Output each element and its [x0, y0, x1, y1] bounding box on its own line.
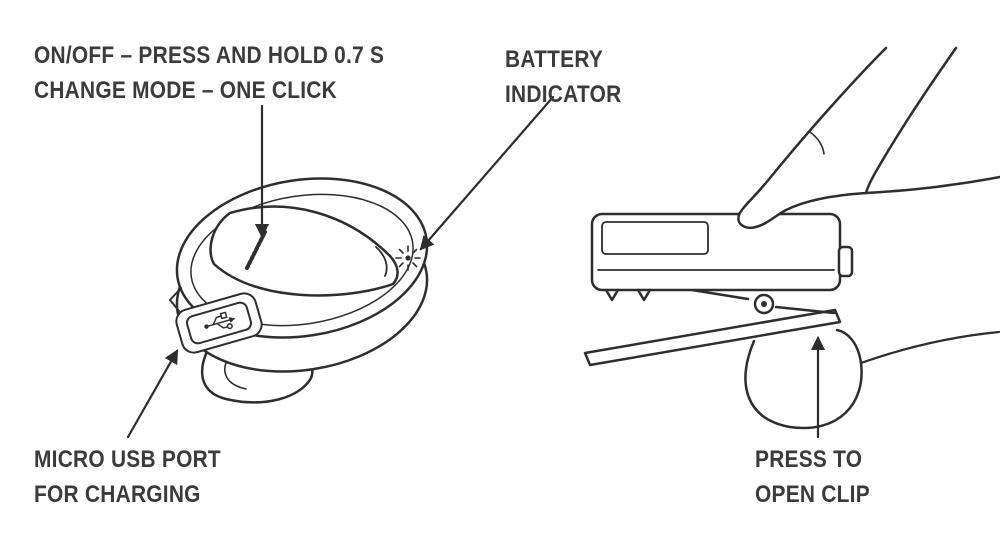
usb-icon	[204, 311, 236, 330]
body-foot	[636, 288, 652, 302]
body-foot	[604, 288, 620, 302]
label-clip-line1: PRESS TO	[755, 446, 863, 473]
clip-arm	[583, 288, 842, 367]
device-top-view	[169, 177, 429, 404]
pointer-line-battery	[419, 95, 555, 251]
side-button	[837, 245, 854, 278]
label-clip-line2: OPEN CLIP	[755, 481, 870, 508]
usb-port	[169, 287, 263, 354]
usb-flap-tab	[169, 287, 182, 312]
label-usb: MICRO USB PORT FOR CHARGING	[34, 442, 221, 512]
device-body	[590, 212, 854, 302]
label-battery-line1: BATTERY	[505, 46, 604, 73]
label-power-line1: ON/OFF – PRESS AND HOLD 0.7 S	[34, 42, 385, 69]
device-top-rim	[190, 193, 414, 327]
finger	[737, 46, 1000, 229]
device-top-panel	[601, 221, 709, 255]
thumb	[744, 328, 1000, 430]
battery-indicator-icon	[395, 245, 421, 271]
arrow-usb	[126, 349, 179, 439]
label-power-line2: CHANGE MODE – ONE CLICK	[34, 77, 337, 104]
device-side-view	[583, 46, 1000, 430]
label-usb-line1: MICRO USB PORT	[34, 446, 221, 473]
label-power: ON/OFF – PRESS AND HOLD 0.7 S CHANGE MOD…	[34, 38, 384, 108]
label-clip: PRESS TO OPEN CLIP	[755, 442, 870, 512]
label-battery: BATTERY INDICATOR	[505, 42, 621, 112]
clip-pivot	[753, 293, 775, 315]
label-usb-line2: FOR CHARGING	[34, 481, 201, 508]
label-battery-line2: INDICATOR	[505, 81, 622, 108]
finger-crease	[809, 131, 825, 155]
